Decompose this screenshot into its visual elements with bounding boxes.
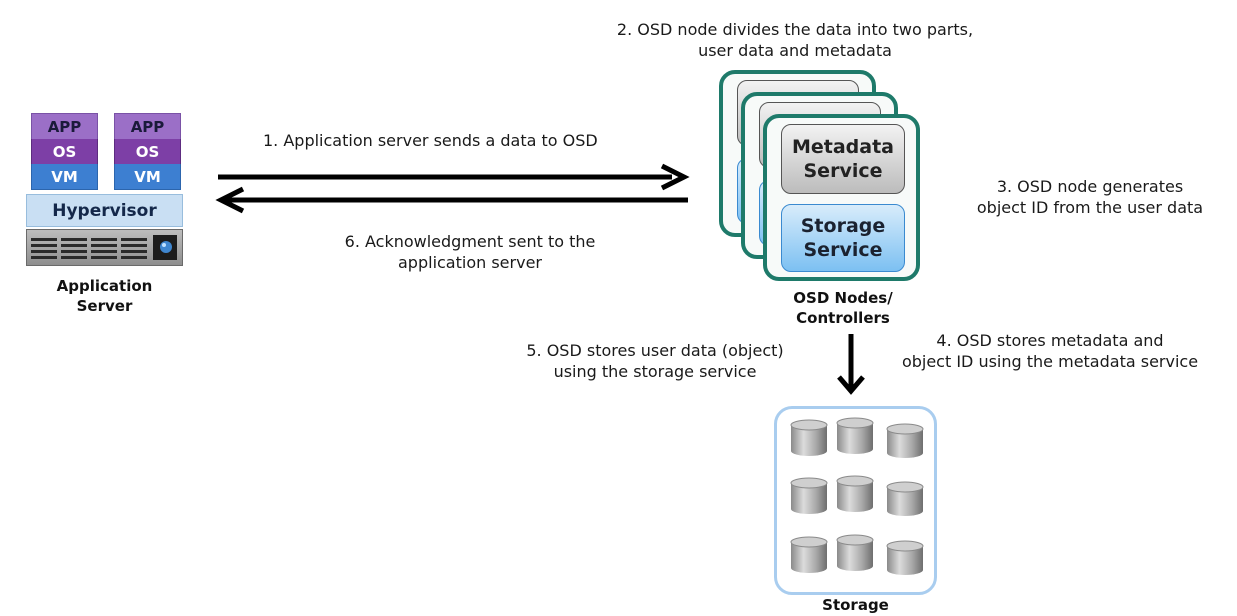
vm-stack-2: APP OS VM: [114, 113, 181, 190]
step-2-caption: 2. OSD node divides the data into two pa…: [616, 20, 974, 60]
hypervisor-layer: Hypervisor: [26, 194, 183, 227]
disk-grid: [790, 417, 924, 575]
storage-label: Storage: [822, 596, 889, 614]
osd-nodes-label: OSD Nodes/ Controllers: [793, 289, 893, 327]
os-label: OS: [31, 139, 98, 164]
step-4-caption: 4. OSD stores metadata and object ID usi…: [901, 331, 1199, 371]
disk-icon: [836, 475, 874, 512]
storage-service-box: Storage Service: [781, 204, 905, 272]
step-1-caption: 1. Application server sends a data to OS…: [263, 131, 598, 150]
app-label: APP: [31, 113, 98, 139]
disk-icon: [886, 540, 924, 575]
vm-stack-1: APP OS VM: [31, 113, 98, 190]
step-6-caption: 6. Acknowledgment sent to the applicatio…: [344, 232, 596, 272]
vm-label: VM: [31, 164, 98, 190]
server-hardware-icon: [26, 229, 183, 266]
disk-icon: [836, 417, 874, 454]
disk-icon: [790, 536, 828, 573]
step-3-caption: 3. OSD node generates object ID from the…: [976, 177, 1204, 217]
storage-array: [774, 406, 937, 595]
os-label: OS: [114, 139, 181, 164]
metadata-service-box: Metadata Service: [781, 124, 905, 194]
disk-icon: [836, 534, 874, 571]
application-server-label: Application Server: [56, 277, 153, 315]
disk-icon: [790, 419, 828, 456]
app-label: APP: [114, 113, 181, 139]
vm-label: VM: [114, 164, 181, 190]
disk-icon: [886, 423, 924, 458]
disk-icon: [886, 481, 924, 516]
disk-icon: [790, 477, 828, 514]
osd-node-front: Metadata Service Storage Service: [763, 114, 920, 281]
request-response-arrows: [215, 163, 690, 214]
store-arrow: [837, 334, 865, 395]
step-5-caption: 5. OSD stores user data (object) using t…: [526, 341, 784, 381]
